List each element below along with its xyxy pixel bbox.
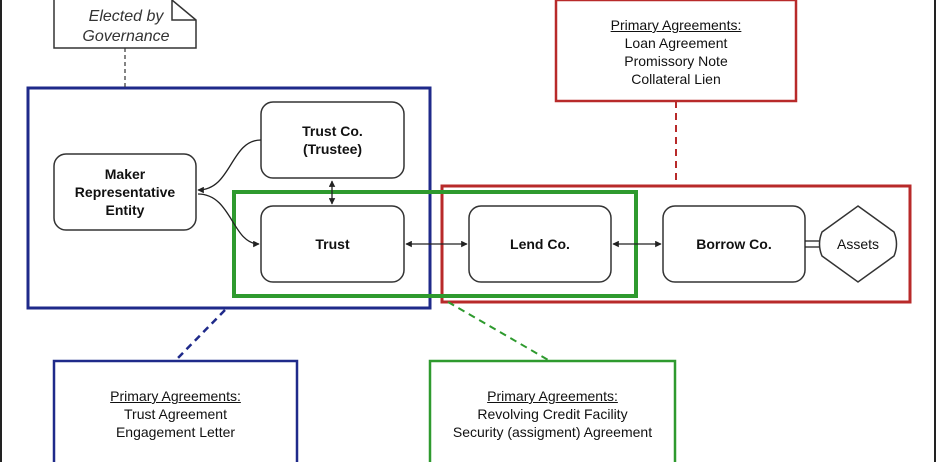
borrow-co-node-label: Borrow Co. bbox=[696, 236, 772, 252]
note-line-2: Governance bbox=[82, 28, 170, 45]
governance-note-shape bbox=[53, 0, 197, 49]
blue-agreements-box bbox=[52, 359, 299, 462]
blue-agreement-item: Engagement Letter bbox=[115, 424, 236, 440]
trust-co-line-2: (Trustee) bbox=[302, 141, 363, 157]
green-agreement-item: Security (assigment) Agreement bbox=[452, 424, 653, 440]
trust-co-to-maker-arrow bbox=[197, 139, 262, 194]
maker-line-2: Representative bbox=[74, 184, 176, 200]
maker-line-3: Entity bbox=[105, 202, 145, 218]
maker-node-box bbox=[53, 153, 197, 231]
governance-note: Elected by Governance bbox=[56, 7, 196, 47]
lend-co-node-label: Lend Co. bbox=[510, 236, 570, 252]
blue-agreements-text: Primary Agreements: Trust Agreement Enga… bbox=[54, 387, 297, 441]
maker-line-1: Maker bbox=[104, 166, 146, 182]
assets-node-shape bbox=[818, 205, 898, 283]
borrow-co-node-box bbox=[662, 205, 806, 283]
green-connector bbox=[447, 301, 551, 362]
trust-node-label: Trust bbox=[315, 236, 350, 252]
green-agreements-heading: Primary Agreements: bbox=[487, 388, 618, 404]
red-agreement-item: Collateral Lien bbox=[631, 71, 721, 87]
red-agreement-item: Promissory Note bbox=[624, 53, 728, 69]
green-agreements-box bbox=[428, 359, 677, 462]
trust-co-line-1: Trust Co. bbox=[302, 123, 363, 139]
red-agreement-item: Loan Agreement bbox=[624, 35, 728, 51]
maker-to-trust-arrow bbox=[197, 193, 260, 248]
red-agreements-heading: Primary Agreements: bbox=[610, 17, 742, 33]
blue-agreements-heading: Primary Agreements: bbox=[110, 388, 241, 404]
red-agreements-text: Primary Agreements: Loan Agreement Promi… bbox=[556, 16, 796, 88]
red-agreements-box bbox=[554, 0, 798, 103]
green-agreement-item: Revolving Credit Facility bbox=[477, 406, 628, 422]
note-line-1: Elected by bbox=[88, 8, 164, 25]
assets-node-label: Assets bbox=[836, 236, 879, 252]
lend-co-node-box bbox=[468, 205, 612, 283]
trust-co-node-label: Trust Co. (Trustee) bbox=[261, 122, 404, 158]
blue-group-box bbox=[26, 86, 432, 310]
note-fold bbox=[171, 0, 196, 21]
blue-agreement-item: Trust Agreement bbox=[124, 406, 227, 422]
maker-node-label: Maker Representative Entity bbox=[54, 165, 196, 219]
trust-node-box bbox=[260, 205, 405, 283]
blue-connector bbox=[174, 309, 226, 362]
green-agreements-text: Primary Agreements: Revolving Credit Fac… bbox=[430, 387, 675, 441]
